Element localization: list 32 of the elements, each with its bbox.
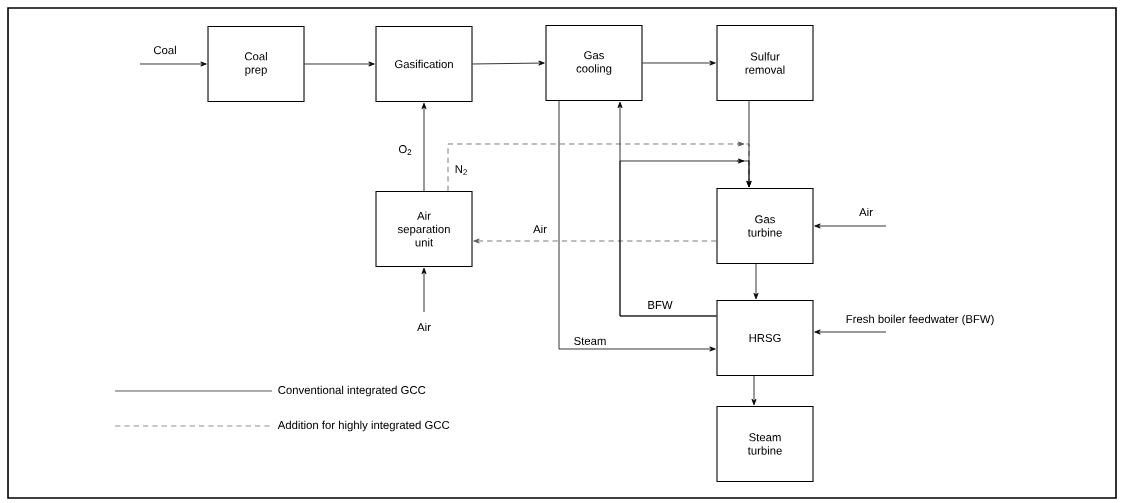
arrow — [753, 263, 759, 300]
arrow — [619, 158, 752, 317]
arrow — [421, 267, 427, 313]
edge-label: Coal — [152, 44, 178, 56]
process-box: Gas cooling — [545, 24, 643, 102]
edge-label: O$_{2}$ — [397, 143, 414, 157]
edge-label: Air — [857, 206, 875, 218]
edge-label: BFW — [646, 299, 674, 311]
process-box: Air separation unit — [375, 190, 473, 268]
edge-label: Air — [531, 223, 549, 235]
legend-text: Conventional integrated GCC — [278, 385, 426, 397]
arrow — [558, 100, 716, 352]
process-box: HRSG — [716, 299, 814, 377]
arrow — [421, 102, 427, 192]
edge-label: Fresh boiler feedwater (BFW) — [844, 313, 996, 327]
arrow — [139, 61, 207, 67]
arrow — [814, 329, 887, 335]
process-box: Coal prep — [207, 25, 305, 103]
process-box: Steam turbine — [716, 405, 814, 483]
process-box: Gasification — [375, 25, 473, 103]
process-box: Sulfur removal — [716, 24, 814, 102]
arrow — [642, 60, 716, 66]
arrow — [814, 223, 887, 229]
arrow — [304, 61, 375, 67]
arrow — [473, 238, 717, 244]
edge-label: Air — [415, 321, 433, 333]
process-box: Gas turbine — [716, 187, 814, 265]
edge-label: Steam — [572, 335, 608, 347]
arrow — [472, 60, 545, 66]
edge-label: N$_{2}$ — [453, 163, 470, 177]
legend-text: Addition for highly integrated GCC — [277, 420, 450, 432]
arrow — [751, 375, 757, 406]
